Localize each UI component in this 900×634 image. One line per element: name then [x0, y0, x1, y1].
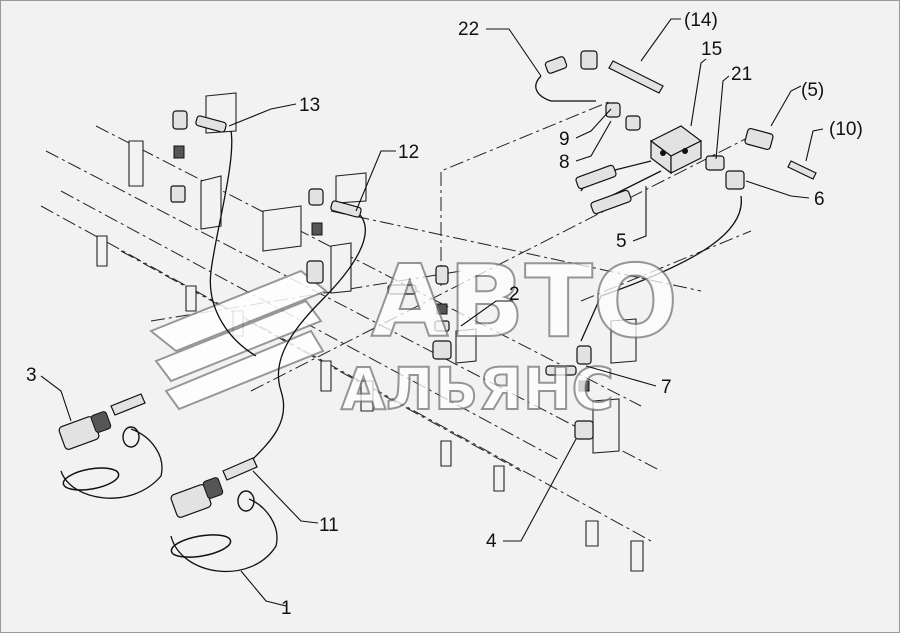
fittings [170, 50, 817, 440]
callout-12: 12 [398, 142, 419, 163]
callout-11: 11 [319, 515, 339, 536]
watermark-line2: АЛЬЯНС [341, 355, 614, 423]
callout-7: 7 [661, 377, 672, 398]
callout-3: 3 [26, 365, 37, 386]
callout-13: 13 [299, 95, 320, 116]
callout-8: 8 [559, 152, 570, 173]
hose-12 [250, 210, 366, 462]
callout-1: 1 [281, 598, 292, 619]
quick-coupler-11 [170, 457, 258, 518]
callouts: 1 2 3 4 5 (5) 6 7 8 9 (10) 11 12 13 (14)… [26, 10, 863, 619]
watermark: АВТО АЛЬЯНС [340, 242, 679, 424]
callout-10-ref: (10) [829, 119, 863, 140]
callout-15: 15 [701, 39, 722, 60]
leader-lines [40, 18, 824, 607]
quick-coupler-3 [58, 393, 146, 450]
watermark-line1: АВТО [371, 243, 678, 360]
callout-22: 22 [458, 19, 479, 40]
callout-5: 5 [616, 231, 627, 252]
valve-block-15 [649, 125, 703, 175]
callout-2: 2 [509, 284, 520, 305]
callout-6: 6 [814, 189, 825, 210]
hose-13 [209, 130, 257, 357]
callout-9: 9 [559, 129, 570, 150]
emblem-mark [149, 269, 328, 411]
pipe-14 [608, 60, 664, 94]
callout-14-ref: (14) [684, 10, 718, 31]
callout-5-ref: (5) [801, 80, 824, 101]
hose-22 [535, 75, 596, 102]
callout-21: 21 [731, 64, 752, 85]
callout-4: 4 [486, 531, 497, 552]
dust-cap-1 [60, 426, 278, 573]
